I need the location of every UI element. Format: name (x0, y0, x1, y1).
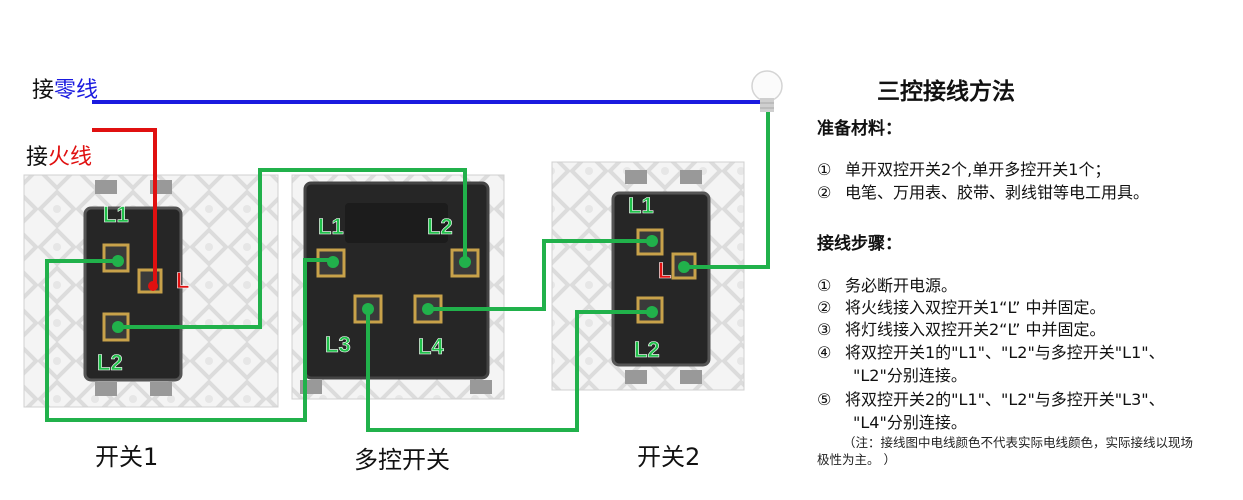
note-line-2: 极性为主。 ） (817, 452, 896, 467)
light-bulb-icon (751, 70, 783, 112)
switch2-plate (551, 161, 745, 391)
materials-item-1-num: ① (817, 160, 832, 179)
step-4-text: 将双控开关1的"L1"、"L2"与多控开关"L1"、 (845, 343, 1165, 362)
multi-switch-caption: 多控开关 (354, 446, 450, 474)
steps-heading: 接线步骤： (817, 234, 902, 254)
live-wire-label: 接火线 (26, 139, 92, 171)
switch2-terminal-l1: L1 (628, 193, 654, 218)
neutral-label-prefix: 接 (32, 78, 55, 103)
note-line-1: （注：接线图中电线颜色不代表实际电线颜色，实际接线以现场 (843, 435, 1194, 450)
switch2-terminal-l: L (658, 258, 671, 283)
live-wire (92, 128, 157, 285)
step-1-num: ① (817, 276, 832, 295)
multi-terminal-l4: L4 (418, 334, 444, 359)
live-label-prefix: 接 (26, 145, 49, 170)
step-3-text: 将灯线接入双控开关2“L” 中并固定。 (845, 320, 1106, 339)
switch1-terminal-l: L (176, 268, 189, 293)
switch1-plate (23, 174, 279, 408)
multi-terminal-l2: L2 (427, 214, 453, 239)
step-1: ① 务必断开电源。 (817, 276, 957, 296)
switch2-caption: 开关2 (637, 443, 701, 471)
step-3-num: ③ (817, 320, 832, 339)
materials-item-2-text: 电笔、万用表、胶带、剥线钳等电工用具。 (845, 183, 1150, 202)
step-2-num: ② (817, 298, 832, 317)
step-3: ③ 将灯线接入双控开关2“L” 中并固定。 (817, 320, 1106, 340)
connection-wires (45, 112, 770, 432)
neutral-label-text: 零线 (54, 78, 99, 103)
switch1-terminal-l2: L2 (97, 350, 123, 375)
materials-item-1: ① 单开双控开关2个,单开多控开关1个； (817, 160, 1110, 180)
instructions-title: 三控接线方法 (877, 79, 1015, 105)
step-2: ② 将火线接入双控开关1“L” 中并固定。 (817, 298, 1106, 318)
multi-terminal-l1: L1 (318, 214, 344, 239)
switch1-caption: 开关1 (95, 443, 159, 471)
step-2-text: 将火线接入双控开关1“L” 中并固定。 (845, 298, 1106, 317)
diagram-svg: L1 L L2 L1 L2 L3 L4 L1 L L2 (23, 70, 783, 432)
multi-switch-plate (291, 174, 505, 400)
step-1-text: 务必断开电源。 (845, 276, 958, 295)
terminal-dots (112, 235, 690, 333)
materials-item-2-num: ② (817, 183, 832, 202)
step-5-continued: "L4"分别连接。 (853, 413, 967, 432)
step-5-num: ⑤ (817, 390, 832, 409)
live-terminal-dot (148, 281, 158, 291)
step-5: ⑤ 将双控开关2的"L1"、"L2"与多控开关"L3"、 (817, 390, 1165, 410)
step-5-text: 将双控开关2的"L1"、"L2"与多控开关"L3"、 (845, 390, 1165, 409)
multi-terminal-l3: L3 (325, 332, 351, 357)
materials-item-2: ② 电笔、万用表、胶带、剥线钳等电工用具。 (817, 183, 1149, 203)
switch2-terminal-l2: L2 (634, 337, 660, 362)
step-4: ④ 将双控开关1的"L1"、"L2"与多控开关"L1"、 (817, 343, 1165, 363)
switch1-terminal-l1: L1 (103, 202, 129, 227)
step-4-continued: "L2"分别连接。 (853, 366, 967, 385)
step-4-num: ④ (817, 343, 832, 362)
neutral-wire-label: 接零线 (32, 72, 98, 104)
live-label-text: 火线 (48, 145, 93, 170)
materials-item-1-text: 单开双控开关2个,单开多控开关1个； (845, 160, 1111, 179)
materials-heading: 准备材料： (817, 119, 902, 139)
